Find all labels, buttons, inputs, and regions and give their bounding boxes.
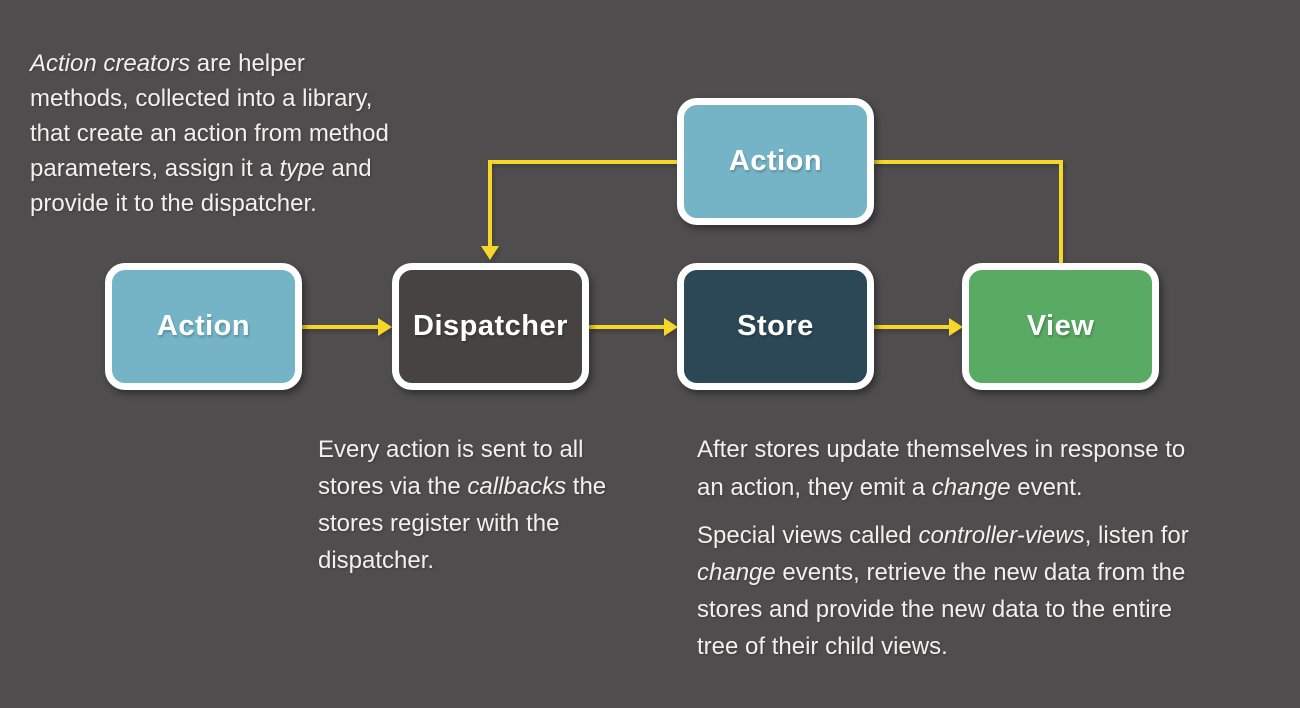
controller-views-note: Special views called controller-views, l… <box>697 517 1189 665</box>
loop-view-to-action-hline <box>874 160 1063 164</box>
arrow-dispatcher-to-store-line <box>589 325 665 329</box>
loop-action-to-dispatcher-vline <box>488 160 492 247</box>
node-view-label: View <box>1026 310 1095 342</box>
action-creators-note: Action creators are helper methods, colle… <box>30 46 389 221</box>
arrowhead-action-to-dispatcher-icon <box>378 318 392 336</box>
arrowhead-dispatcher-to-store-icon <box>664 318 678 336</box>
node-store: Store <box>677 263 874 390</box>
dispatcher-callbacks-note: Every action is sent to all stores via th… <box>318 431 606 579</box>
text-line: Action creators are helper <box>30 50 305 77</box>
node-dispatcher-label: Dispatcher <box>413 310 568 342</box>
arrow-action-to-dispatcher-line <box>302 325 379 329</box>
text-line: After stores update themselves in respon… <box>697 436 1186 463</box>
text-line: methods, collected into a library, <box>30 85 373 112</box>
text-line: stores via the callbacks the <box>318 473 607 500</box>
node-dispatcher: Dispatcher <box>392 263 589 390</box>
arrowhead-store-to-view-icon <box>949 318 963 336</box>
text-line: provide it to the dispatcher. <box>30 190 317 217</box>
arrow-store-to-view-line <box>874 325 950 329</box>
text-line: Every action is sent to all <box>318 436 584 463</box>
loop-action-to-dispatcher-hline <box>488 160 677 164</box>
text-line: stores register with the <box>318 510 560 537</box>
node-view: View <box>962 263 1159 390</box>
text-line: dispatcher. <box>318 547 435 574</box>
loop-view-to-action-vline <box>1059 160 1063 263</box>
text-line: Special views called controller-views, l… <box>697 522 1189 549</box>
node-action: Action <box>105 263 302 390</box>
text-line: tree of their child views. <box>697 633 948 660</box>
text-line: parameters, assign it a type and <box>30 155 372 182</box>
text-line: an action, they emit a change event. <box>697 474 1083 501</box>
node-action-top-label: Action <box>728 145 823 177</box>
text-line: stores and provide the new data to the e… <box>697 596 1172 623</box>
node-action-label: Action <box>156 310 251 342</box>
text-line: change events, retrieve the new data fro… <box>697 559 1186 586</box>
text-line: that create an action from method <box>30 120 389 147</box>
node-action-top: Action <box>677 98 874 225</box>
arrowhead-down-into-dispatcher-icon <box>481 246 499 260</box>
node-store-label: Store <box>737 310 814 342</box>
store-change-note: After stores update themselves in respon… <box>697 431 1185 507</box>
